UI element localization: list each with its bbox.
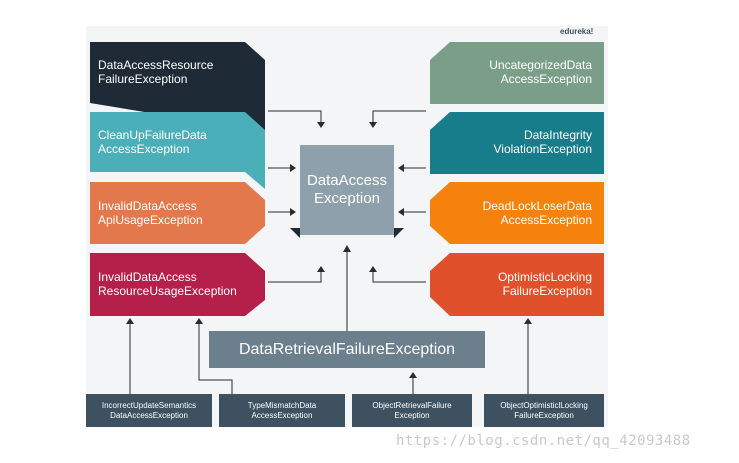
center-box bbox=[300, 145, 394, 235]
arrowhead-right-4 bbox=[369, 266, 377, 272]
right-box-2 bbox=[430, 112, 604, 174]
left-box-2-line1: CleanUpFailureData bbox=[98, 128, 207, 142]
bottom-box-1-label: IncorrectUpdateSemantics DataAccessExcep… bbox=[86, 394, 212, 427]
arrow-lines bbox=[129, 110, 529, 394]
arrowhead-bottom-1 bbox=[126, 318, 134, 324]
bottom-box-1 bbox=[86, 394, 212, 427]
left-box-1 bbox=[90, 42, 265, 132]
bottom-box-3 bbox=[352, 394, 472, 427]
bottom-box-1-line2: DataAccessException bbox=[110, 410, 188, 420]
bottom-box-4-line1: ObjectOptimisticlLocking bbox=[500, 400, 588, 410]
left-box-4-line2: ResourceUsageException bbox=[98, 284, 237, 298]
arrowhead-left-1 bbox=[317, 122, 325, 128]
arrowhead-right-1 bbox=[369, 122, 377, 128]
arrowhead-retrieval bbox=[343, 245, 351, 252]
retrieval-box-label: DataRetrievalFailureException bbox=[238, 340, 456, 358]
retrieval-box bbox=[209, 331, 485, 368]
left-box-4 bbox=[90, 253, 265, 316]
right-box-4-line2: FailureException bbox=[502, 284, 592, 298]
center-box-line2: Exception bbox=[314, 190, 380, 207]
right-box-3-line1: DeadLockLoserData bbox=[482, 199, 592, 213]
arrowhead-left-3 bbox=[290, 208, 296, 216]
left-box-2-line2: AccessException bbox=[98, 142, 190, 156]
brand-logo: edureka! bbox=[560, 27, 594, 36]
watermark-text: https://blog.csdn.net/qq_42093488 bbox=[396, 433, 691, 449]
left-box-1-label: DataAccessResource FailureException bbox=[98, 58, 213, 86]
bottom-box-3-line1: ObjectRetrievalFailure bbox=[372, 400, 452, 410]
right-box-1-label: UncategorizedData AccessException bbox=[489, 58, 592, 86]
right-box-3-label: DeadLockLoserData AccessException bbox=[483, 199, 592, 227]
arrowhead-bottom-4 bbox=[524, 318, 532, 324]
right-box-1-line2: AccessException bbox=[500, 72, 592, 86]
right-box-3-line2: AccessException bbox=[500, 213, 592, 227]
arrowhead-bottom-2 bbox=[195, 318, 203, 324]
arrowhead-bottom-3 bbox=[409, 372, 417, 378]
left-box-2-label: CleanUpFailureData AccessException bbox=[98, 128, 207, 156]
left-box-3-line1: InvalidDataAccess bbox=[98, 199, 197, 213]
right-box-1 bbox=[430, 42, 604, 104]
center-box-label: DataAccess Exception bbox=[300, 145, 394, 235]
left-box-3 bbox=[90, 182, 265, 244]
arrow-left-4 bbox=[268, 270, 322, 283]
right-box-3 bbox=[430, 182, 604, 244]
right-box-1-line1: UncategorizedData bbox=[489, 58, 592, 72]
center-box-shadow-right bbox=[394, 228, 404, 238]
bottom-box-4-label: ObjectOptimisticlLocking FailureExceptio… bbox=[484, 394, 604, 427]
arrowhead-left-4 bbox=[317, 266, 325, 272]
bottom-box-3-line2: Exception bbox=[394, 410, 430, 420]
right-box-4-line1: OptimisticLocking bbox=[497, 270, 592, 284]
bottom-box-4-line2: FailureException bbox=[514, 410, 574, 420]
right-box-2-label: DataIntegrity ViolationException bbox=[493, 128, 592, 156]
bottom-box-2 bbox=[219, 394, 345, 427]
right-box-2-line1: DataIntegrity bbox=[523, 128, 592, 142]
arrow-right-1 bbox=[372, 110, 426, 124]
arrow-bottom-2 bbox=[198, 322, 233, 394]
bottom-box-2-line1: TypeMismatchData bbox=[247, 400, 317, 410]
center-box-line1: DataAccess bbox=[306, 172, 388, 189]
bottom-box-2-line2: AccessException bbox=[251, 410, 313, 420]
left-box-4-label: InvalidDataAccess ResourceUsageException bbox=[98, 270, 237, 298]
arrow-heads bbox=[126, 122, 532, 378]
arrow-right-4 bbox=[372, 270, 426, 283]
bottom-box-1-line1: IncorrectUpdateSemantics bbox=[101, 400, 197, 410]
arrowhead-right-3 bbox=[398, 208, 404, 216]
bottom-box-4 bbox=[484, 394, 604, 427]
left-box-3-line2: ApiUsageException bbox=[98, 213, 203, 227]
right-box-4 bbox=[430, 253, 604, 316]
left-box-1-line1: DataAccessResource bbox=[98, 58, 214, 72]
right-box-4-label: OptimisticLocking FailureException bbox=[498, 270, 592, 298]
arrowhead-right-2 bbox=[398, 164, 404, 172]
bottom-box-2-label: TypeMismatchData AccessException bbox=[219, 394, 345, 427]
left-box-2 bbox=[90, 112, 265, 189]
left-box-4-line1: InvalidDataAccess bbox=[98, 270, 197, 284]
right-box-2-line2: ViolationException bbox=[493, 142, 592, 156]
arrow-left-1 bbox=[268, 110, 322, 124]
arrowhead-left-2 bbox=[290, 164, 296, 172]
left-box-1-line2: FailureException bbox=[98, 72, 188, 86]
left-box-3-label: InvalidDataAccess ApiUsageException bbox=[98, 199, 203, 227]
bottom-box-3-label: ObjectRetrievalFailure Exception bbox=[352, 394, 472, 427]
center-box-shadow bbox=[290, 228, 300, 238]
